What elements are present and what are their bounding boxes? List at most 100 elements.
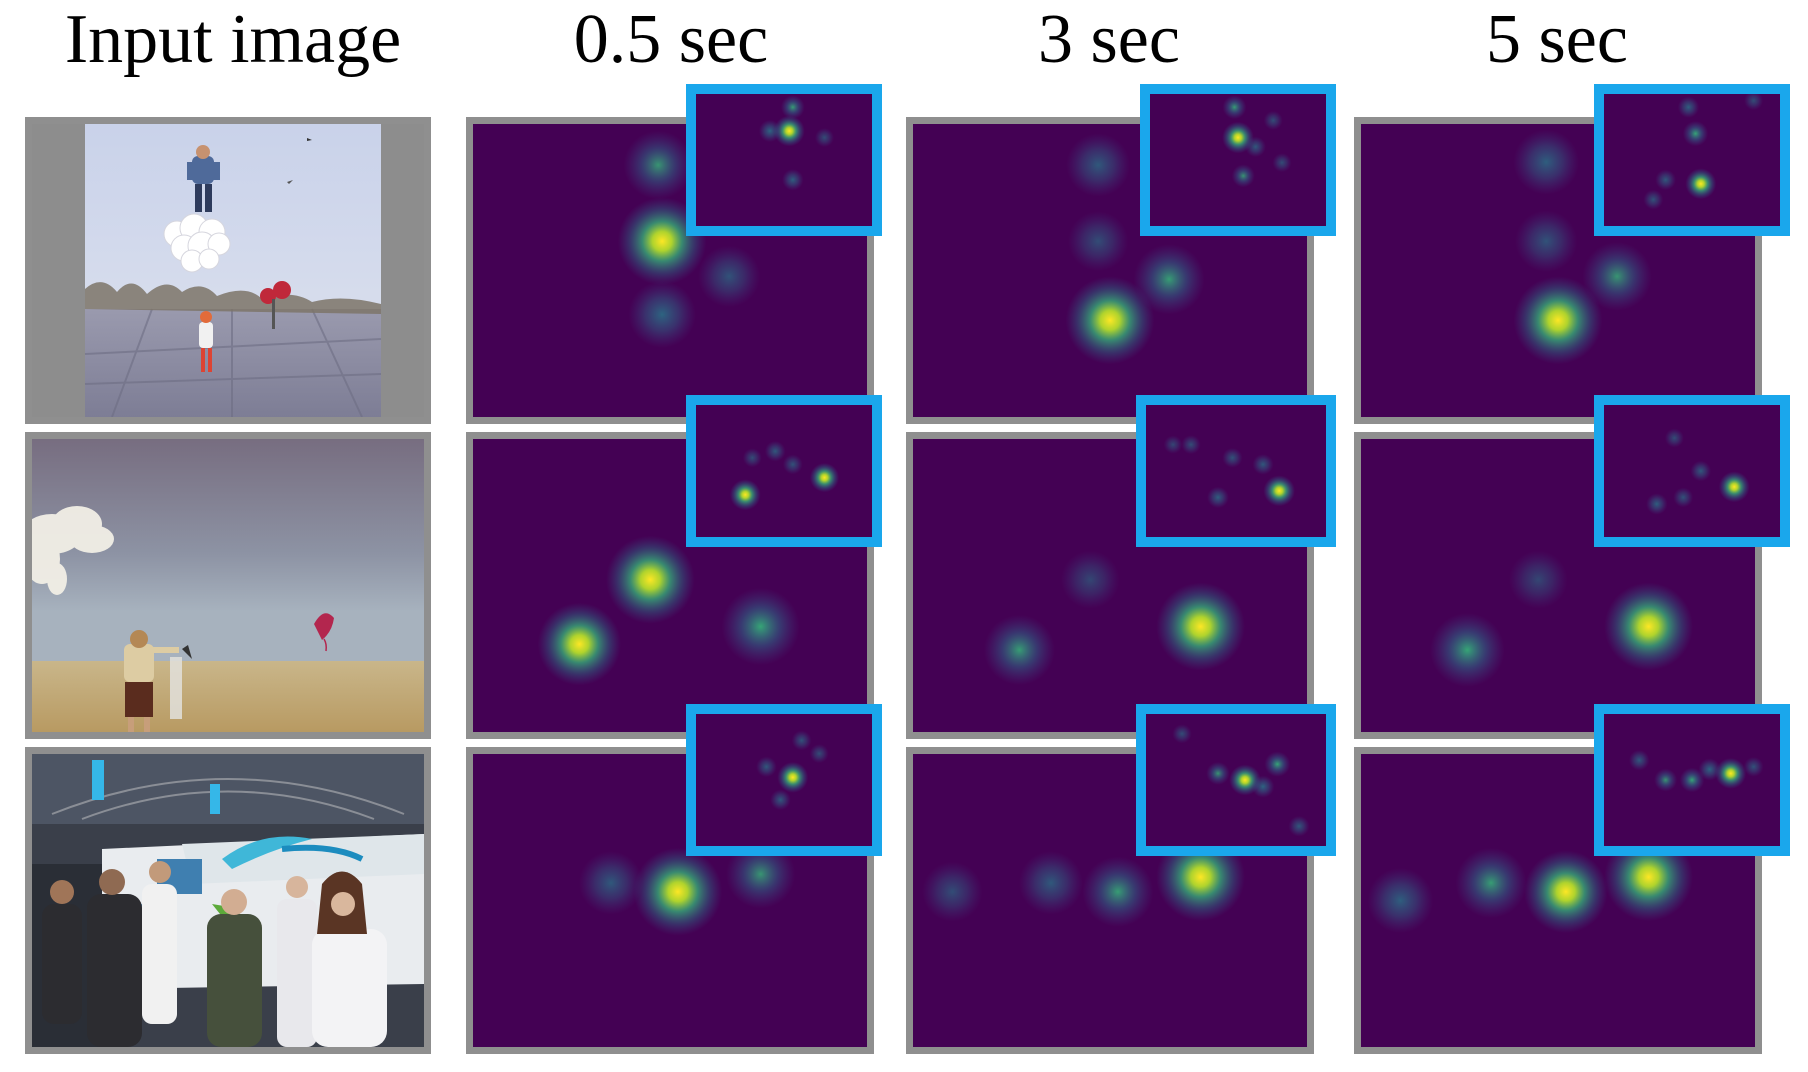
saliency-hotspot: [1677, 96, 1700, 118]
saliency-hotspot: [1172, 724, 1192, 744]
inset-heatmap: [696, 714, 872, 846]
inset-heatmap: [1604, 94, 1780, 226]
saliency-hotspot: [1430, 613, 1505, 687]
inset-heatmap: [696, 94, 872, 226]
inset-heatmap: [1146, 714, 1326, 846]
fixation-inset-row1-3-sec: [1140, 84, 1336, 236]
saliency-hotspot: [1082, 856, 1154, 927]
saliency-hotspot: [1513, 129, 1579, 195]
saliency-hotspot: [1515, 210, 1578, 272]
beach-scene-drawing: [32, 439, 424, 732]
heatmap-background: [696, 405, 872, 537]
saliency-hotspot: [814, 128, 834, 148]
inset-heatmap: [1146, 405, 1326, 537]
saliency-hotspot: [1264, 751, 1291, 777]
saliency-hotspot: [742, 448, 762, 468]
saliency-hotspot: [1061, 550, 1120, 609]
saliency-hotspot: [1133, 244, 1205, 315]
saliency-hotspot: [1068, 211, 1129, 272]
inset-heatmap: [1604, 714, 1780, 846]
saliency-hotspot: [1643, 189, 1664, 210]
saliency-hotspot: [1066, 133, 1131, 197]
saliency-hotspot: [1654, 768, 1678, 792]
fixation-inset-row1-0-5-sec: [686, 84, 882, 236]
saliency-hotspot: [726, 839, 796, 909]
saliency-hotspot: [1065, 276, 1155, 365]
saliency-hotspot: [1682, 120, 1709, 147]
saliency-hotspot: [1582, 242, 1652, 311]
saliency-hotspot: [617, 197, 707, 286]
column-title-3-sec: 3 sec: [1038, 1, 1180, 78]
saliency-hotspot: [1272, 153, 1292, 173]
saliency-hotspot: [1664, 428, 1684, 448]
saliency-hotspot: [777, 761, 809, 793]
input-image-balloon-man: [25, 117, 431, 424]
input-image-beach-kite: [25, 432, 431, 739]
saliency-map-row2-3-sec: [906, 432, 1314, 739]
saliency-hotspot: [1718, 471, 1750, 503]
saliency-hotspot: [1685, 168, 1717, 200]
inset-heatmap: [1604, 405, 1780, 537]
saliency-hotspot: [1251, 775, 1275, 798]
column-title-0-5-sec: 0.5 sec: [573, 1, 769, 78]
saliency-hotspot: [1655, 169, 1676, 191]
saliency-hotspot: [633, 847, 723, 936]
saliency-hotspot: [1231, 164, 1255, 188]
saliency-hotspot: [1509, 550, 1568, 609]
trade-show-scene-drawing: [32, 754, 424, 1047]
saliency-hotspot: [1206, 761, 1230, 785]
saliency-hotspot: [764, 440, 786, 462]
saliency-hotspot: [1222, 447, 1243, 468]
saliency-hotspot: [1222, 95, 1247, 120]
saliency-hotspot: [1744, 94, 1764, 111]
saliency-hotspot: [809, 462, 840, 493]
saliency-hotspot: [1646, 493, 1668, 515]
fixation-inset-row2-0-5-sec: [686, 395, 882, 547]
saliency-hotspot: [605, 535, 695, 624]
saliency-hotspot: [1690, 460, 1712, 482]
inset-heatmap: [1150, 94, 1326, 226]
heatmap-background: [1146, 405, 1326, 537]
inset-heatmap: [696, 405, 872, 537]
saliency-hotspot: [773, 115, 805, 147]
saliency-hotspot: [809, 744, 829, 764]
fixation-inset-row3-0-5-sec: [686, 704, 882, 856]
saliency-hotspot: [791, 730, 812, 751]
saliency-hotspot: [578, 851, 643, 915]
fixation-inset-row3-5-sec: [1594, 704, 1790, 856]
saliency-hotspot: [1156, 582, 1245, 671]
saliency-hotspot: [1018, 851, 1083, 915]
saliency-hotspot: [698, 245, 761, 308]
saliency-hotspot: [628, 281, 696, 348]
fixation-inset-row1-5-sec: [1594, 84, 1790, 236]
saliency-hotspot: [1207, 486, 1229, 509]
fixation-inset-row2-3-sec: [1136, 395, 1336, 547]
saliency-hotspot: [537, 602, 622, 686]
saliency-hotspot: [1288, 815, 1310, 837]
saliency-hotspot: [1163, 435, 1183, 454]
saliency-hotspot: [1743, 756, 1764, 777]
saliency-hotspot: [1455, 847, 1527, 919]
input-image-trade-show: [25, 747, 431, 1054]
saliency-hotspot: [1628, 749, 1650, 771]
saliency-hotspot: [983, 614, 1055, 686]
saliency-hotspot: [1679, 767, 1705, 793]
saliency-hotspot: [782, 454, 803, 475]
saliency-hotspot: [1367, 867, 1434, 934]
fixation-inset-row2-5-sec: [1594, 395, 1790, 547]
saliency-hotspot: [1263, 110, 1283, 130]
heatmap-background: [696, 94, 872, 226]
saliency-hotspot: [1245, 136, 1266, 158]
saliency-hotspot: [1673, 487, 1694, 508]
saliency-hotspot: [1715, 757, 1747, 789]
saliency-hotspot: [780, 95, 805, 120]
saliency-hotspot: [1698, 758, 1721, 781]
saliency-hotspot: [758, 119, 782, 143]
column-title-5-sec: 5 sec: [1486, 1, 1628, 78]
saliency-hotspot: [623, 130, 693, 200]
saliency-hotspot: [721, 587, 800, 666]
saliency-hotspot: [729, 479, 761, 511]
balloon-scene-drawing: [84, 124, 382, 417]
saliency-hotspot: [1513, 276, 1603, 365]
column-title-input-image: Input image: [64, 1, 402, 78]
